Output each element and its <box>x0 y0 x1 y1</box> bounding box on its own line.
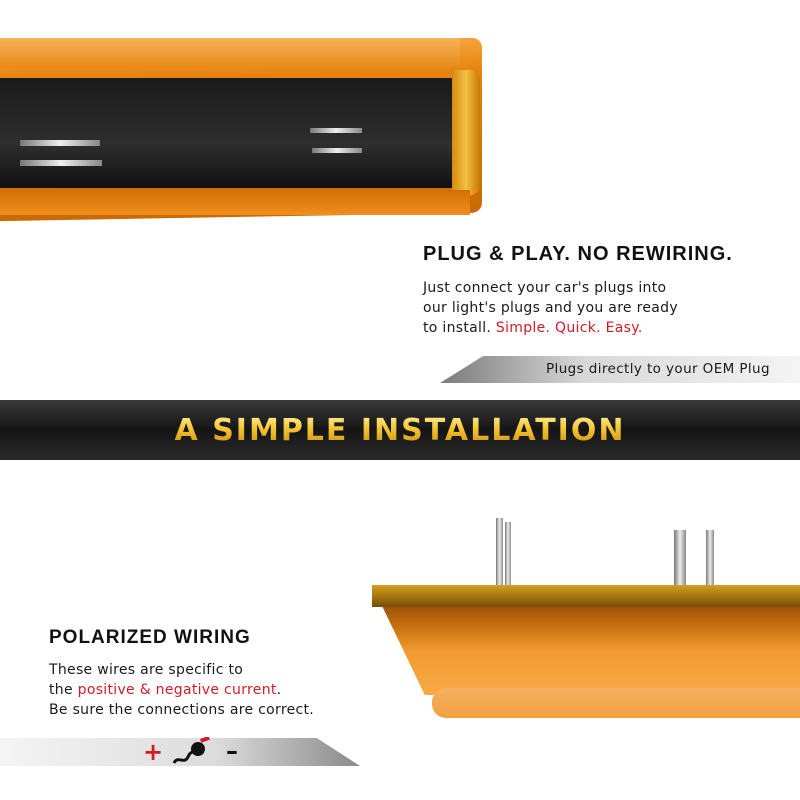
connector-pin <box>505 522 511 598</box>
description-text: the <box>49 682 78 698</box>
connector-cavity <box>0 78 470 188</box>
lens-edge <box>452 70 480 195</box>
section-banner: A SIMPLE INSTALLATION <box>0 400 800 460</box>
connector-pin <box>496 518 503 598</box>
plug-icon <box>172 737 210 764</box>
description-line: Just connect your car's plugs into <box>423 280 667 296</box>
description-text: to install. <box>423 320 496 336</box>
plug-play-description: Just connect your car's plugs into our l… <box>423 278 678 338</box>
description-line: to install. Simple. Quick. Easy. <box>423 318 678 338</box>
connector-pin <box>310 128 362 133</box>
description-line: These wires are specific to <box>49 662 244 678</box>
description-line: our light's plugs and you are ready <box>423 300 678 316</box>
connector-pin <box>674 530 686 598</box>
description-line: Be sure the connections are correct. <box>49 702 315 718</box>
polarized-description: These wires are specific to the positive… <box>49 660 314 720</box>
polarized-heading: POLARIZED WIRING <box>49 627 251 648</box>
highlight-text: Simple. Quick. Easy. <box>495 320 643 336</box>
banner-title: A SIMPLE INSTALLATION <box>174 412 626 448</box>
plug-play-heading: PLUG & PLAY. NO REWIRING. <box>423 243 733 265</box>
connector-pin <box>706 530 714 598</box>
connector-pin <box>312 148 362 153</box>
connector-pin <box>20 140 100 146</box>
description-text: . <box>276 682 282 698</box>
lens-base <box>432 688 800 718</box>
lens-base <box>0 190 470 215</box>
connector-pin <box>20 160 102 166</box>
description-line: the positive & negative current. <box>49 680 314 700</box>
minus-sign: – <box>226 737 238 765</box>
oem-strip-label: Plugs directly to your OEM Plug <box>546 361 770 377</box>
highlight-text: positive & negative current <box>77 682 277 698</box>
lens-top <box>372 585 800 607</box>
lens-top <box>0 38 460 68</box>
oem-strip <box>440 356 800 383</box>
plus-sign: + <box>143 738 164 766</box>
